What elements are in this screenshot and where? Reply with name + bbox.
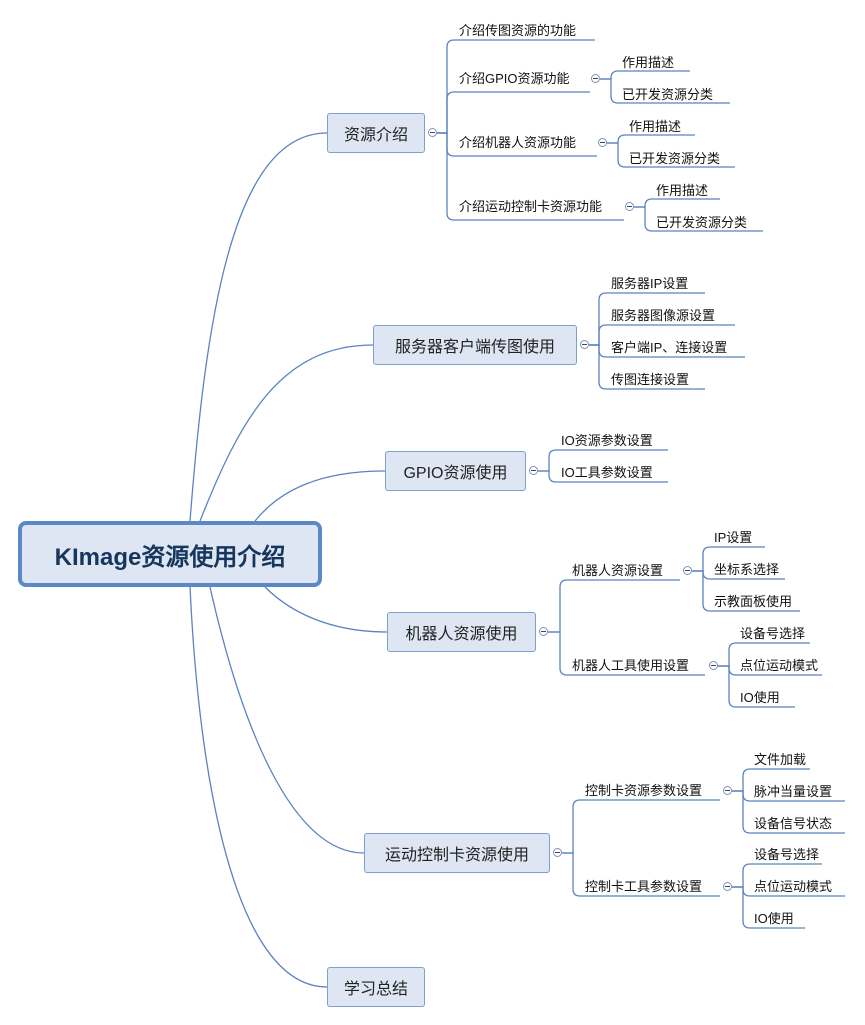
subtopic-io-usage[interactable]: IO使用 — [754, 911, 794, 926]
collapse-icon[interactable] — [553, 848, 562, 857]
collapse-icon[interactable] — [428, 128, 437, 137]
collapse-icon[interactable] — [591, 74, 600, 83]
topic-robot-tool-settings[interactable]: 机器人工具使用设置 — [572, 658, 690, 673]
branch-study-summary[interactable]: 学习总结 — [327, 967, 425, 1007]
subtopic-gpio-categories[interactable]: 已开发资源分类 — [622, 87, 714, 102]
topic-intro-robot-function[interactable]: 介绍机器人资源功能 — [459, 135, 577, 150]
collapse-icon[interactable] — [529, 466, 538, 475]
topic-intro-gpio-function[interactable]: 介绍GPIO资源功能 — [459, 71, 570, 86]
subtopic-file-load[interactable]: 文件加载 — [754, 752, 807, 767]
subtopic-ip-settings[interactable]: IP设置 — [714, 530, 753, 545]
subtopic-coordinate-system[interactable]: 坐标系选择 — [714, 562, 780, 577]
topic-card-tool-params[interactable]: 控制卡工具参数设置 — [585, 879, 703, 894]
collapse-icon[interactable] — [625, 202, 634, 211]
subtopic-device-number[interactable]: 设备号选择 — [740, 626, 806, 641]
topic-client-ip-connect[interactable]: 客户端IP、连接设置 — [611, 340, 728, 355]
subtopic-robot-categories[interactable]: 已开发资源分类 — [629, 151, 721, 166]
collapse-icon[interactable] — [709, 661, 718, 670]
subtopic-motion-card-categories[interactable]: 已开发资源分类 — [656, 215, 748, 230]
topic-intro-transfer-function[interactable]: 介绍传图资源的功能 — [459, 23, 577, 38]
collapse-icon[interactable] — [539, 627, 548, 636]
topic-robot-resource-settings[interactable]: 机器人资源设置 — [572, 563, 664, 578]
topic-server-ip[interactable]: 服务器IP设置 — [611, 276, 689, 291]
subtopic-io-usage[interactable]: IO使用 — [740, 690, 780, 705]
subtopic-device-signal-status[interactable]: 设备信号状态 — [754, 816, 833, 831]
subtopic-motion-card-description[interactable]: 作用描述 — [656, 183, 709, 198]
topic-server-image-source[interactable]: 服务器图像源设置 — [611, 308, 716, 323]
subtopic-point-motion-mode[interactable]: 点位运动模式 — [754, 879, 833, 894]
topic-io-tool-params[interactable]: IO工具参数设置 — [561, 465, 653, 480]
branch-server-client-transfer[interactable]: 服务器客户端传图使用 — [373, 325, 577, 365]
subtopic-robot-description[interactable]: 作用描述 — [629, 119, 682, 134]
collapse-icon[interactable] — [683, 566, 692, 575]
topic-transfer-connect[interactable]: 传图连接设置 — [611, 372, 690, 387]
root-topic[interactable]: KImage资源使用介绍 — [18, 521, 322, 587]
branch-gpio-usage[interactable]: GPIO资源使用 — [385, 451, 526, 491]
collapse-icon[interactable] — [580, 340, 589, 349]
subtopic-point-motion-mode[interactable]: 点位运动模式 — [740, 658, 819, 673]
topic-card-resource-params[interactable]: 控制卡资源参数设置 — [585, 783, 703, 798]
topic-intro-motion-card-function[interactable]: 介绍运动控制卡资源功能 — [459, 199, 603, 214]
collapse-icon[interactable] — [723, 882, 732, 891]
topic-io-resource-params[interactable]: IO资源参数设置 — [561, 433, 653, 448]
subtopic-device-number[interactable]: 设备号选择 — [754, 847, 820, 862]
collapse-icon[interactable] — [723, 786, 732, 795]
subtopic-pulse-equivalent[interactable]: 脉冲当量设置 — [754, 784, 833, 799]
subtopic-gpio-description[interactable]: 作用描述 — [622, 55, 675, 70]
collapse-icon[interactable] — [598, 138, 607, 147]
branch-motion-card-usage[interactable]: 运动控制卡资源使用 — [364, 833, 550, 873]
branch-robot-usage[interactable]: 机器人资源使用 — [387, 612, 536, 652]
subtopic-teach-panel[interactable]: 示教面板使用 — [714, 594, 793, 609]
branch-resource-intro[interactable]: 资源介绍 — [327, 113, 425, 153]
